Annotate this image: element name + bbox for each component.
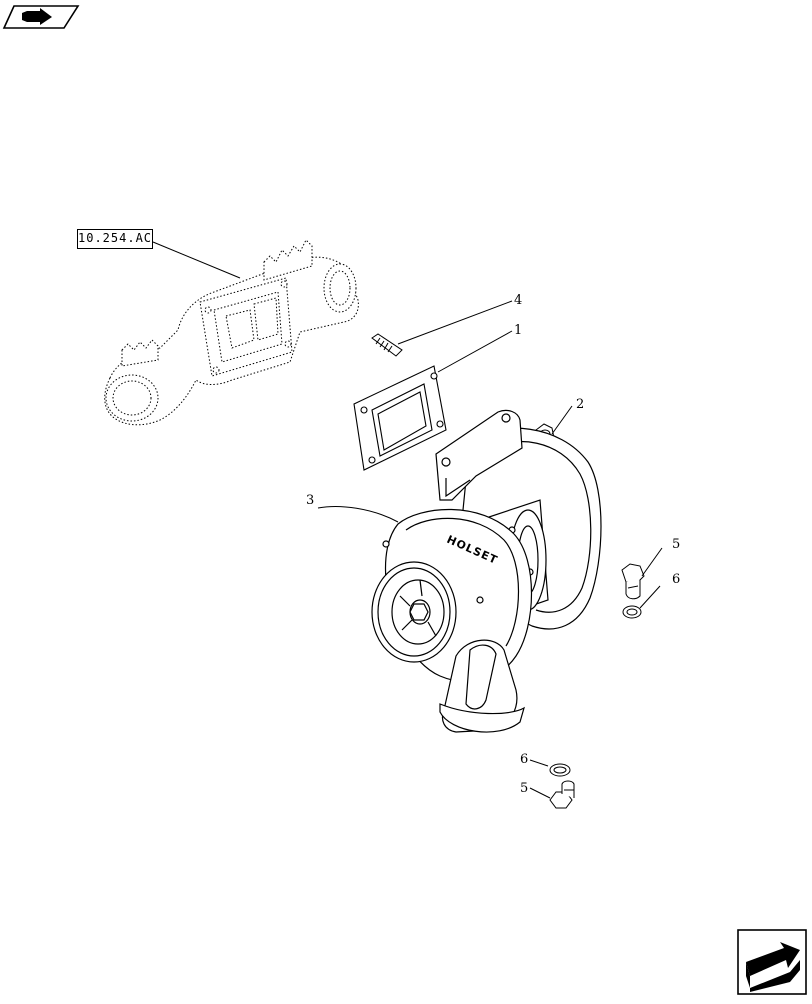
leader-line-4 [397, 300, 513, 345]
leader-line-1 [437, 330, 513, 373]
leader-line-3 [317, 506, 399, 523]
callout-3: 3 [306, 493, 314, 508]
leader-line-2 [551, 405, 573, 435]
leader-line-6a [639, 585, 661, 609]
previous-page-arrow-icon[interactable] [2, 5, 80, 29]
washer-part-bottom [549, 763, 571, 777]
stud-part [371, 333, 403, 357]
washer-part-right [622, 605, 642, 619]
callout-6-bottom: 6 [520, 752, 528, 767]
turbocharger [371, 409, 602, 733]
reference-label-button[interactable]: 10.254.AC [77, 229, 153, 249]
callout-4: 4 [514, 293, 522, 308]
next-page-arrow-icon[interactable] [737, 929, 807, 995]
leader-line-5b [529, 787, 551, 799]
callout-2: 2 [576, 397, 584, 412]
callout-1: 1 [514, 323, 522, 338]
bolt-part-right [621, 563, 645, 600]
gasket-part [353, 365, 447, 471]
bolt-part-bottom [549, 780, 575, 809]
callout-6: 6 [672, 572, 680, 587]
exhaust-manifold [104, 239, 359, 426]
leader-line-6b [529, 759, 549, 767]
callout-5-bottom: 5 [520, 781, 528, 796]
leader-line-5a [641, 547, 663, 577]
callout-5: 5 [672, 537, 680, 552]
leader-line-reference [152, 241, 241, 279]
